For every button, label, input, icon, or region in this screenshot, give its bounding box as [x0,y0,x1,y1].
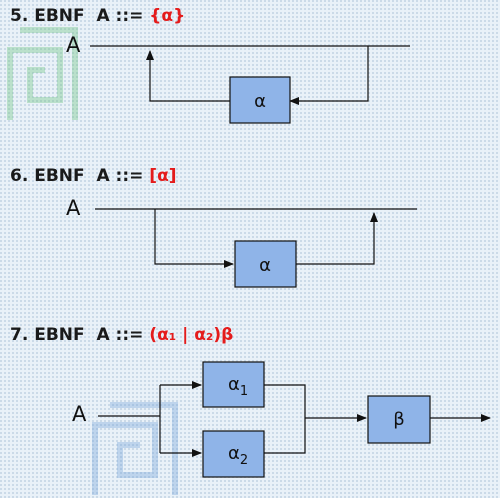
s6-branch-in-line [154,209,234,268]
s7-beta-label: β [393,409,405,430]
s7-beta-box [367,395,431,444]
s6-alpha-box [234,240,297,288]
s7-alpha1-box [202,361,265,408]
s7-alpha1-label: α1 [228,374,248,399]
s7-alpha2-symbol: α [228,443,240,464]
s7-alpha2-label: α2 [228,443,248,468]
s5-loop-down-line [289,46,369,105]
heading-section-7-expression: (α₁ | α₂)β [149,325,234,345]
section-7-start-symbol: A [72,402,87,426]
heading-section-6-expression: [α] [149,166,177,186]
watermark-pattern-bottom [92,402,178,495]
heading-section-5-expression: {α} [149,6,186,26]
s5-alpha-label: α [254,91,266,112]
heading-section-6-prefix: 6. EBNF A ::= [10,166,150,186]
section-6-start-symbol: A [66,196,81,220]
heading-section-5-prefix: 5. EBNF A ::= [10,6,150,26]
section-5-start-symbol: A [66,33,81,57]
s5-alpha-box [229,76,291,124]
s7-alpha1-subscript: 1 [240,384,248,399]
heading-section-7-prefix: 7. EBNF A ::= [10,325,150,345]
heading-section-5: 5. EBNF A ::= {α} [10,6,185,26]
heading-section-6: 6. EBNF A ::= [α] [10,166,177,186]
s6-alpha-label: α [259,255,271,276]
s7-alpha2-box [202,430,265,478]
s5-loop-back-line [146,50,230,102]
s7-branch1-out-line [264,384,306,454]
s6-branch-out-line [296,212,378,265]
s7-alpha2-subscript: 2 [240,453,248,468]
heading-section-7: 7. EBNF A ::= (α₁ | α₂)β [10,325,233,345]
watermark-pattern-top [7,27,78,120]
s7-alpha1-symbol: α [228,374,240,395]
